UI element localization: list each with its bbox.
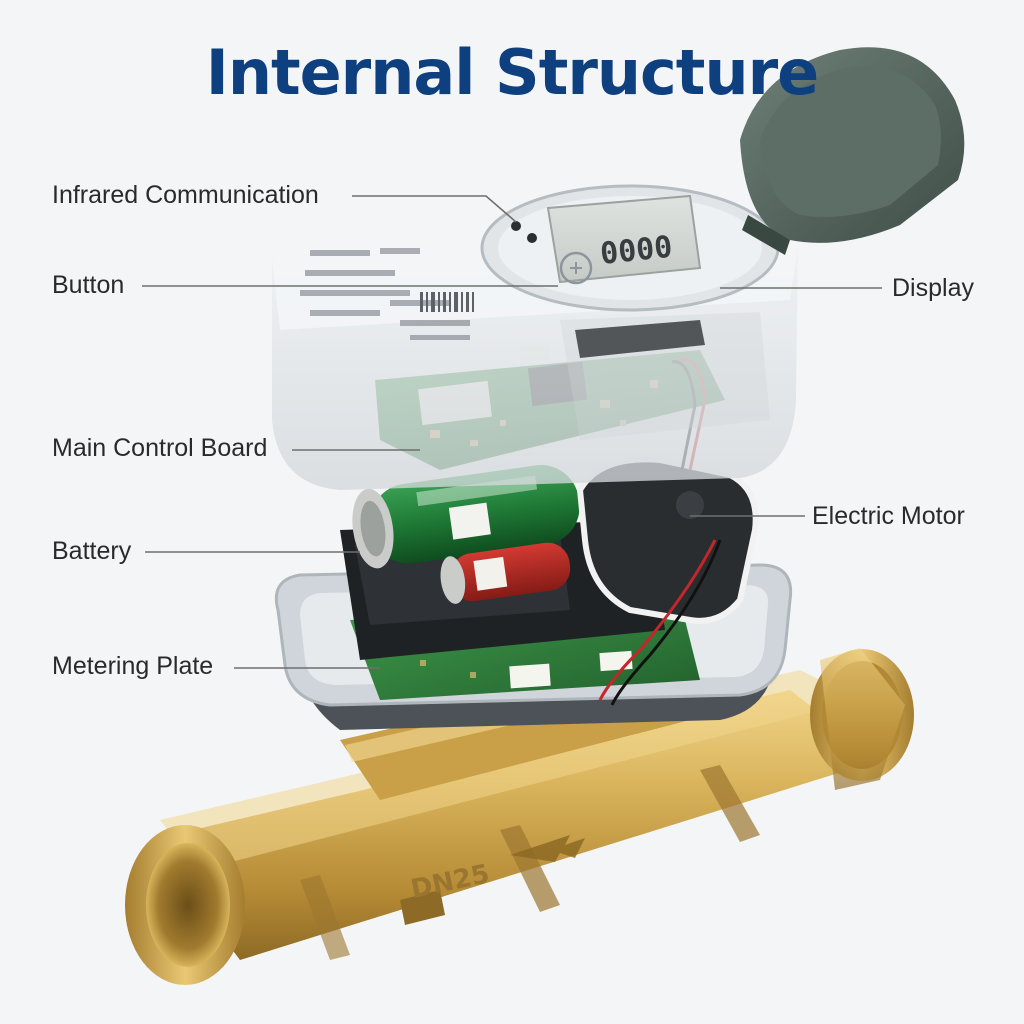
svg-text:0000: 0000 [599,230,675,272]
battery-cells [352,464,580,604]
label-button: Button [52,271,125,299]
display-module: 0000 [480,184,780,312]
leader-infrared [352,195,517,223]
page-title: Internal Structure [205,36,819,109]
label-metering-plate: Metering Plate [52,652,214,680]
brass-pipe [125,648,914,985]
leader-lines [142,195,882,669]
label-electric-motor: Electric Motor [812,502,965,530]
label-battery: Battery [52,537,132,565]
label-infrared-communication: Infrared Communication [52,181,319,209]
display-lid [740,47,965,255]
label-main-control-board: Main Control Board [52,434,268,462]
label-display: Display [892,274,974,302]
